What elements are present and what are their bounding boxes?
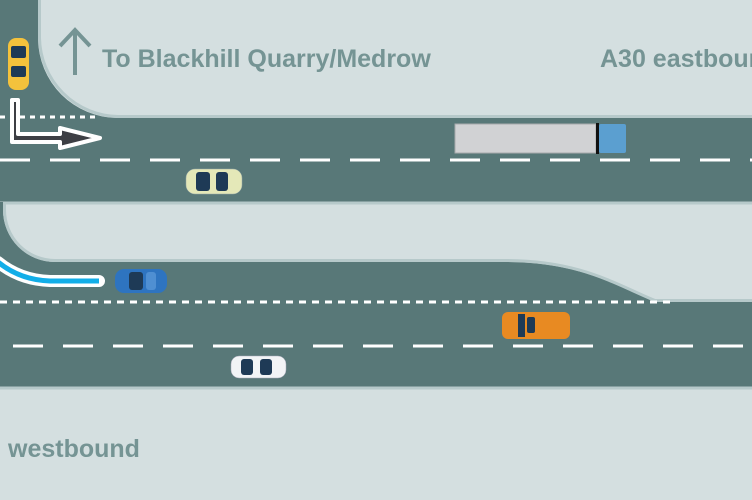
blue-car	[115, 269, 167, 293]
route-line-blue	[0, 260, 99, 284]
orange-van	[502, 312, 570, 339]
side-road-label: To Blackhill Quarry/Medrow	[102, 45, 431, 73]
westbound-label: westbound	[8, 435, 140, 463]
westbound-carriageway-with-slip-lane	[0, 202, 752, 388]
slip-lane-kerb	[3, 202, 752, 302]
turn-arrow-icon	[10, 98, 102, 150]
arrow-up-icon	[58, 27, 92, 75]
taxi	[8, 38, 29, 90]
side-road-and-eastbound-carriageway	[0, 0, 752, 202]
white-car	[230, 355, 287, 379]
lorry	[454, 123, 626, 154]
eastbound-label: A30 eastbound	[600, 45, 752, 73]
side-road-kerb	[38, 0, 752, 118]
beige-car	[185, 168, 243, 195]
